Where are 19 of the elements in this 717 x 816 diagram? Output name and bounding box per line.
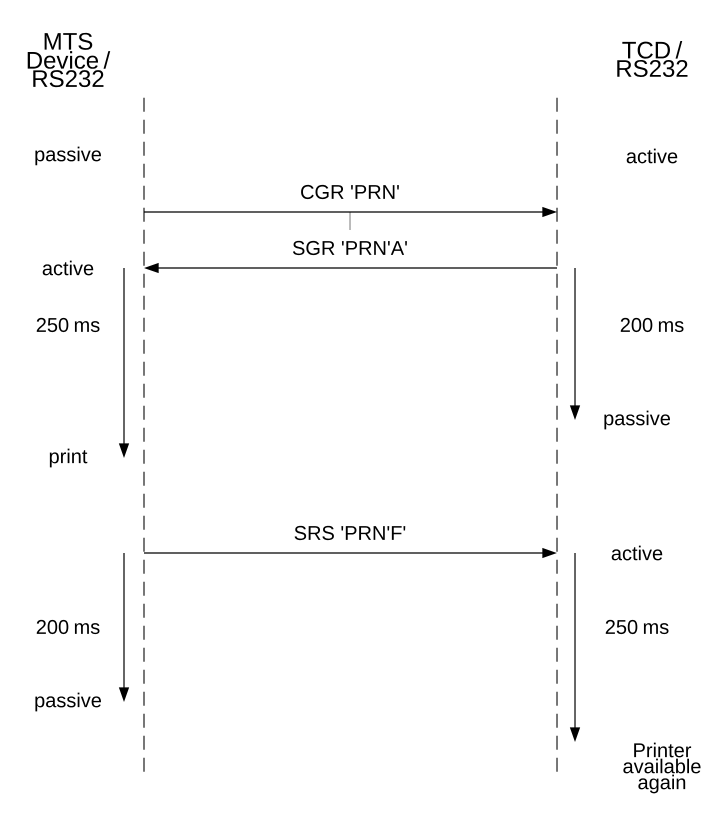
lifeline bbox=[556, 98, 558, 774]
state-label: 250 ms bbox=[606, 620, 668, 634]
lifeline-header: MTS Device / RS232 bbox=[28, 32, 110, 88]
state-label: 250 ms bbox=[36, 318, 100, 332]
edge-label: SGR 'PRN'A' bbox=[290, 240, 410, 256]
state-label: passive bbox=[35, 146, 101, 166]
lifeline bbox=[143, 98, 145, 774]
state-label: active bbox=[612, 546, 662, 560]
edge-label: CGR 'PRN' bbox=[298, 184, 402, 200]
state-label: 200 ms bbox=[620, 318, 684, 332]
state-label: print bbox=[50, 448, 88, 468]
state-label: 200 ms bbox=[36, 620, 100, 634]
state-label: passive bbox=[604, 410, 670, 430]
state-label: active bbox=[626, 148, 678, 164]
lifeline-header: TCD / RS232 bbox=[617, 41, 688, 77]
edge-label: SRS 'PRN'F' bbox=[292, 524, 408, 542]
state-label: passive bbox=[35, 692, 101, 712]
state-label: active bbox=[42, 260, 94, 276]
state-label: Printer available again bbox=[623, 742, 701, 794]
